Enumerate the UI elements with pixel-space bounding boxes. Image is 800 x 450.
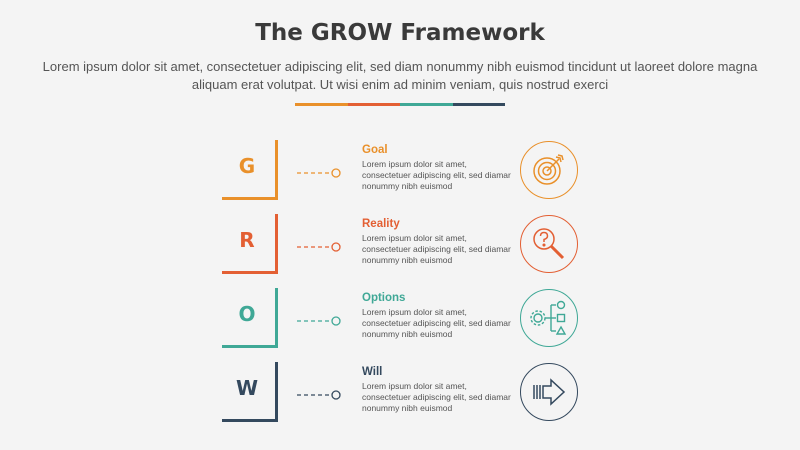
page-title: The GROW Framework <box>255 20 545 46</box>
step-letter: R <box>239 228 255 252</box>
target-icon <box>533 154 564 185</box>
dashed-connector <box>297 316 341 326</box>
step-letter: G <box>238 154 256 178</box>
title-divider <box>295 103 505 106</box>
step-row-options: O Options Lorem ipsum dolor sit amet, co… <box>0 288 800 352</box>
step-row-goal: G Goal Lorem ipsum dolor sit amet, conse… <box>0 140 800 204</box>
step-description: Lorem ipsum dolor sit amet, consectetuer… <box>362 159 511 191</box>
step-row-reality: R Reality Lorem ipsum dolor sit amet, co… <box>0 214 800 278</box>
options-flow-icon <box>530 300 567 335</box>
arrow-right-icon <box>533 378 566 406</box>
letter-bracket <box>222 140 278 200</box>
letter-bracket <box>222 214 278 274</box>
step-letter: O <box>238 302 256 326</box>
icon-circle <box>520 141 578 199</box>
letter-bracket <box>222 362 278 422</box>
dashed-connector <box>297 390 341 400</box>
letter-bracket <box>222 288 278 348</box>
icon-circle <box>520 363 578 421</box>
step-heading: Will <box>362 366 383 378</box>
dashed-connector <box>297 242 341 252</box>
question-magnifier-icon <box>533 228 565 260</box>
step-heading: Goal <box>362 144 388 156</box>
icon-circle <box>520 215 578 273</box>
divider-segment-2 <box>347 103 400 106</box>
step-row-will: W Will Lorem ipsum dolor sit amet, conse… <box>0 362 800 426</box>
step-heading: Options <box>362 292 406 304</box>
step-description: Lorem ipsum dolor sit amet, consectetuer… <box>362 307 511 339</box>
step-description: Lorem ipsum dolor sit amet, consectetuer… <box>362 233 511 265</box>
divider-segment-4 <box>452 103 505 106</box>
divider-segment-1 <box>295 103 348 106</box>
dashed-connector <box>297 168 341 178</box>
divider-segment-3 <box>400 103 453 106</box>
step-letter: W <box>235 376 259 400</box>
step-heading: Reality <box>362 218 400 230</box>
step-description: Lorem ipsum dolor sit amet, consectetuer… <box>362 381 511 413</box>
page-subtitle: Lorem ipsum dolor sit amet, consectetuer… <box>42 59 758 92</box>
icon-circle <box>520 289 578 347</box>
